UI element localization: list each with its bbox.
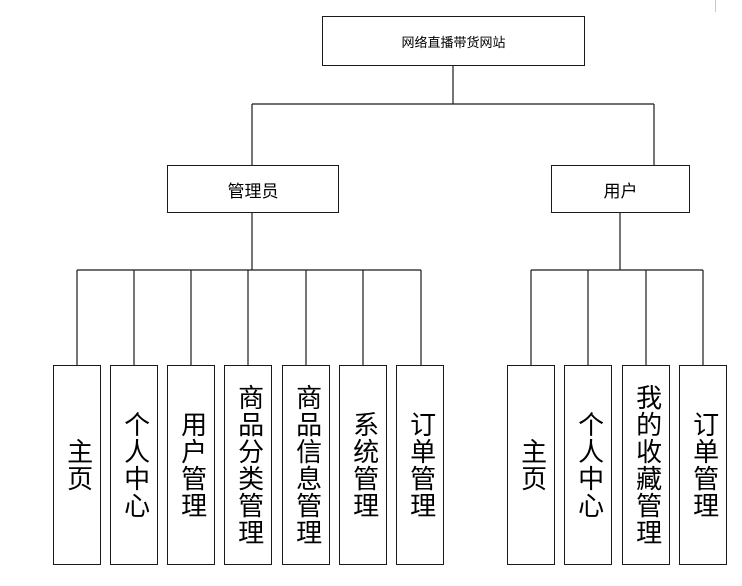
root-node: 网络直播带货网站 <box>322 16 585 66</box>
admin-leaf-system-management-label: 系统管理 <box>348 411 379 519</box>
user-leaf-order-management: 订单管理 <box>679 365 727 565</box>
admin-leaf-user-management-label: 用户管理 <box>176 411 207 519</box>
user-leaf-personal-center: 个人中心 <box>564 365 612 565</box>
admin-leaf-user-management: 用户管理 <box>167 365 215 565</box>
admin-leaf-order-management: 订单管理 <box>396 365 444 565</box>
admin-leaf-home-label: 主页 <box>62 438 93 492</box>
user-leaf-home-label: 主页 <box>516 438 547 492</box>
root-label: 网络直播带货网站 <box>401 35 506 51</box>
admin-leaf-category-management-label: 商品分类管理 <box>233 384 264 546</box>
user-leaf-home: 主页 <box>507 365 555 565</box>
admin-leaf-personal-center-label: 个人中心 <box>119 411 150 519</box>
admin-label: 管理员 <box>227 181 279 202</box>
admin-leaf-order-management-label: 订单管理 <box>405 411 436 519</box>
admin-leaf-product-management: 商品信息管理 <box>282 365 330 565</box>
admin-leaf-home: 主页 <box>53 365 101 565</box>
admin-leaf-system-management: 系统管理 <box>339 365 387 565</box>
admin-leaf-personal-center: 个人中心 <box>110 365 158 565</box>
user-label: 用户 <box>603 181 638 202</box>
user-leaf-favorites-management-label: 我的收藏管理 <box>631 384 662 546</box>
admin-leaf-product-management-label: 商品信息管理 <box>291 384 322 546</box>
user-node: 用户 <box>551 165 690 213</box>
user-leaf-order-management-label: 订单管理 <box>688 411 719 519</box>
user-leaf-favorites-management: 我的收藏管理 <box>622 365 670 565</box>
admin-node: 管理员 <box>167 165 339 213</box>
admin-leaf-category-management: 商品分类管理 <box>224 365 272 565</box>
corner-mark <box>715 0 716 12</box>
user-leaf-personal-center-label: 个人中心 <box>573 411 604 519</box>
